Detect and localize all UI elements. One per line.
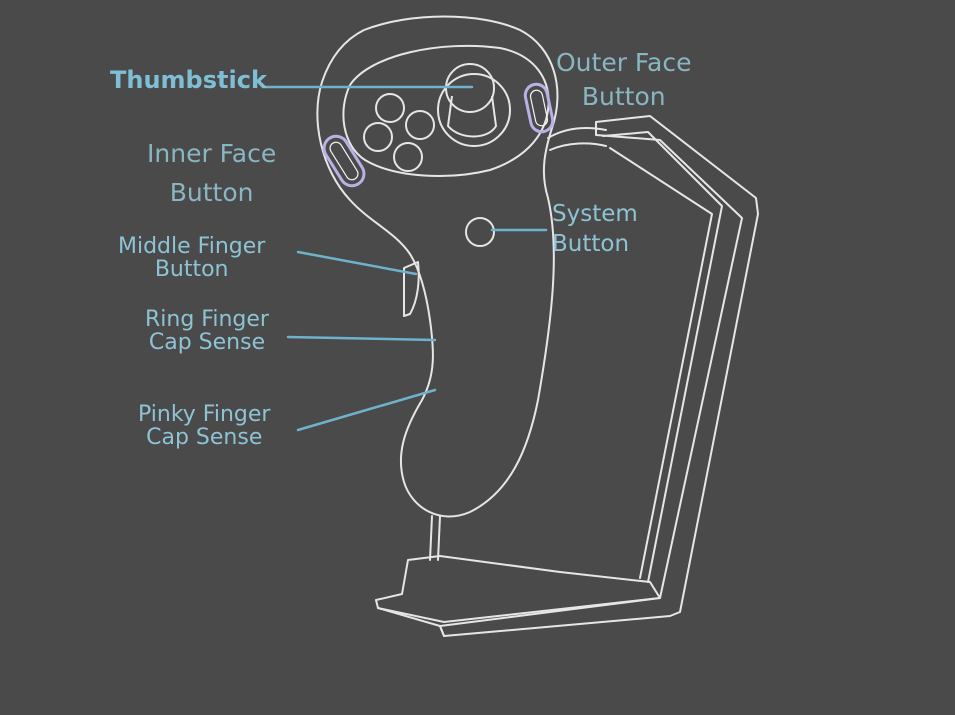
dock-inner-edge-2 [609, 147, 713, 579]
dock-stem [429, 515, 441, 561]
thumbstick-base [437, 73, 511, 147]
system-button-shape [465, 217, 495, 247]
middle-finger-leader [296, 250, 418, 276]
controller-body-outline [316, 15, 559, 518]
controller-ring-link [547, 127, 607, 151]
outer-face-line-1: Outer Face [556, 48, 692, 77]
dock-lip [377, 607, 445, 637]
inner-face-line-1: Inner Face [147, 139, 277, 168]
controller-faceplate [342, 44, 550, 177]
inner-face-button-shape [322, 134, 366, 188]
system-button-label: System Button [552, 200, 638, 260]
face-button-left [363, 122, 393, 152]
inner-face-button-label: Inner Face Button [147, 135, 276, 213]
thumbstick-label: Thumbstick [110, 66, 267, 94]
inner-face-line-2: Button [169, 177, 254, 207]
pinky-finger-line-1: Pinky Finger [138, 402, 271, 427]
ring-finger-line-1: Ring Finger [145, 307, 269, 332]
system-line-2: Button [552, 230, 630, 257]
pinky-finger-line-2: Cap Sense [146, 425, 263, 451]
middle-finger-trigger [403, 261, 420, 317]
middle-finger-line-2: Button [154, 257, 229, 283]
face-button-top [375, 93, 405, 123]
outer-face-button-shape [523, 82, 555, 134]
pinky-finger-cap-sense-label: Pinky Finger Cap Sense [138, 403, 270, 449]
ring-finger-cap-sense-label: Ring Finger Cap Sense [145, 308, 269, 354]
pinky-finger-leader [296, 388, 437, 432]
face-button-bottom [393, 142, 423, 172]
dock-base [375, 555, 661, 623]
system-line-1: System [552, 201, 638, 227]
outer-face-button-label: Outer Face Button [556, 46, 691, 114]
face-button-right [405, 110, 435, 140]
dock-inner-edge [602, 131, 723, 583]
middle-finger-line-1: Middle Finger [118, 234, 266, 259]
middle-finger-button-label: Middle Finger Button [118, 235, 265, 281]
ring-finger-leader [286, 335, 437, 342]
ring-finger-line-2: Cap Sense [148, 330, 266, 356]
outer-face-line-2: Button [581, 81, 666, 111]
